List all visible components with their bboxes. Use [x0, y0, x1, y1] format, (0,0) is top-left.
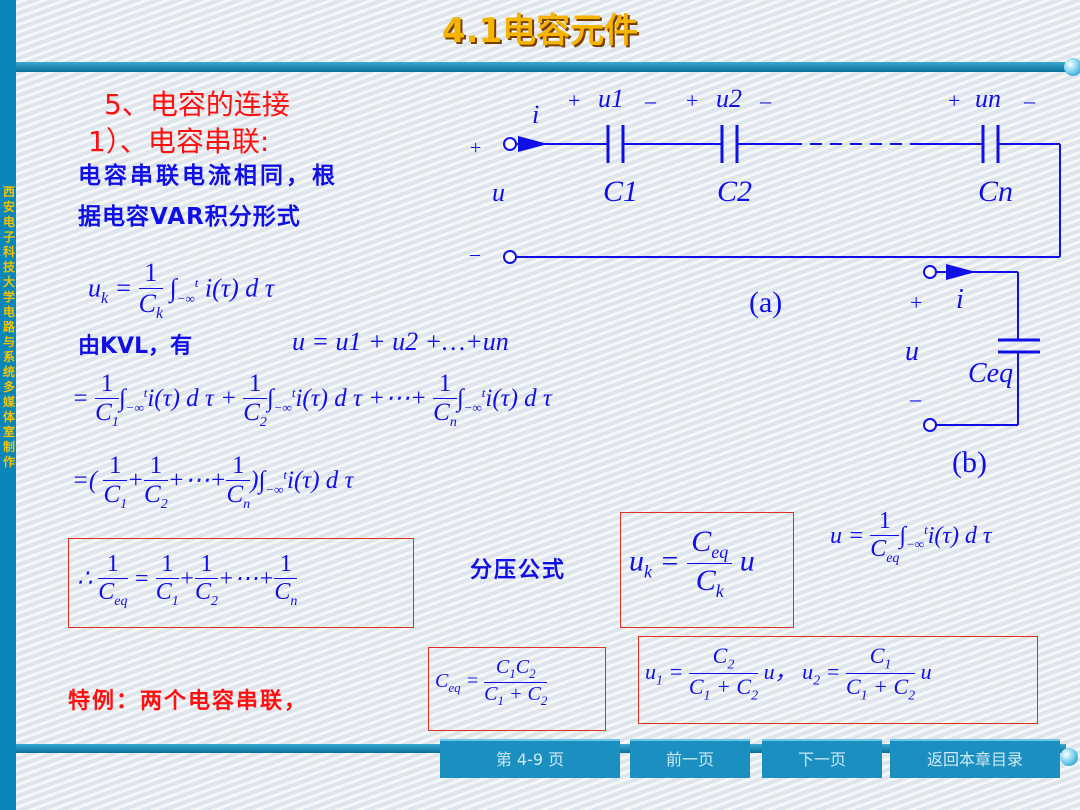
prev-page-button[interactable]: 前一页: [630, 739, 750, 778]
page-number-button[interactable]: 第 4-9 页: [440, 739, 620, 778]
back-to-contents-button[interactable]: 返回本章目录: [890, 739, 1060, 778]
current-arrow-b: [946, 264, 976, 280]
u2-plus: +: [686, 88, 699, 113]
un-plus: +: [948, 88, 961, 113]
un-label: un: [975, 84, 1001, 113]
minus-u-b: –: [910, 386, 921, 411]
next-page-button[interactable]: 下一页: [762, 739, 882, 778]
special-case-label: 特例：两个电容串联，: [68, 689, 309, 714]
sidebar-text: 西安电子科技大学电路与系统多媒体室制作: [2, 185, 15, 469]
current-label-b: i: [956, 284, 964, 315]
circuit-a-label: (a): [749, 286, 783, 319]
u2-minus: –: [760, 88, 771, 113]
plus-u-b: +: [910, 290, 923, 315]
u1-minus: –: [645, 88, 656, 113]
circuit-b-label: (b): [952, 446, 987, 479]
section-heading: 5、电容的连接: [104, 88, 290, 121]
title-bar-line: [16, 62, 1080, 72]
voltage-label-a: u: [492, 178, 505, 207]
kvl-equation: u = u1 + u2 +…+un: [292, 327, 509, 356]
plus-u-a: +: [470, 137, 482, 159]
intro-line-2: 据电容VAR积分形式: [78, 204, 301, 230]
voltage-label-b: u: [905, 336, 919, 367]
subsection-heading: 1）、电容串联:: [88, 125, 270, 158]
page-title: 4.1电容元件: [441, 11, 639, 51]
current-label-a: i: [532, 100, 540, 129]
minus-u-a: –: [470, 243, 480, 265]
c1-label: C1: [603, 175, 639, 208]
sidebar: 西安电子科技大学电路与系统多媒体室制作: [0, 0, 16, 810]
u1-label: u1: [598, 84, 624, 113]
c2-label: C2: [717, 175, 753, 208]
divider-label: 分压公式: [470, 558, 567, 583]
current-arrow-a: [518, 136, 548, 152]
ceq-label: Ceq: [968, 358, 1014, 389]
title-bar-knob: [1064, 58, 1080, 76]
bottom-bar-knob: [1060, 748, 1078, 766]
un-minus: –: [1024, 88, 1035, 113]
kvl-label: 由KVL，有: [78, 334, 193, 359]
cn-label: Cn: [978, 175, 1014, 208]
u2-label: u2: [716, 84, 742, 113]
u1-plus: +: [568, 88, 581, 113]
intro-line-1: 电容串联电流相同，根: [78, 163, 338, 189]
